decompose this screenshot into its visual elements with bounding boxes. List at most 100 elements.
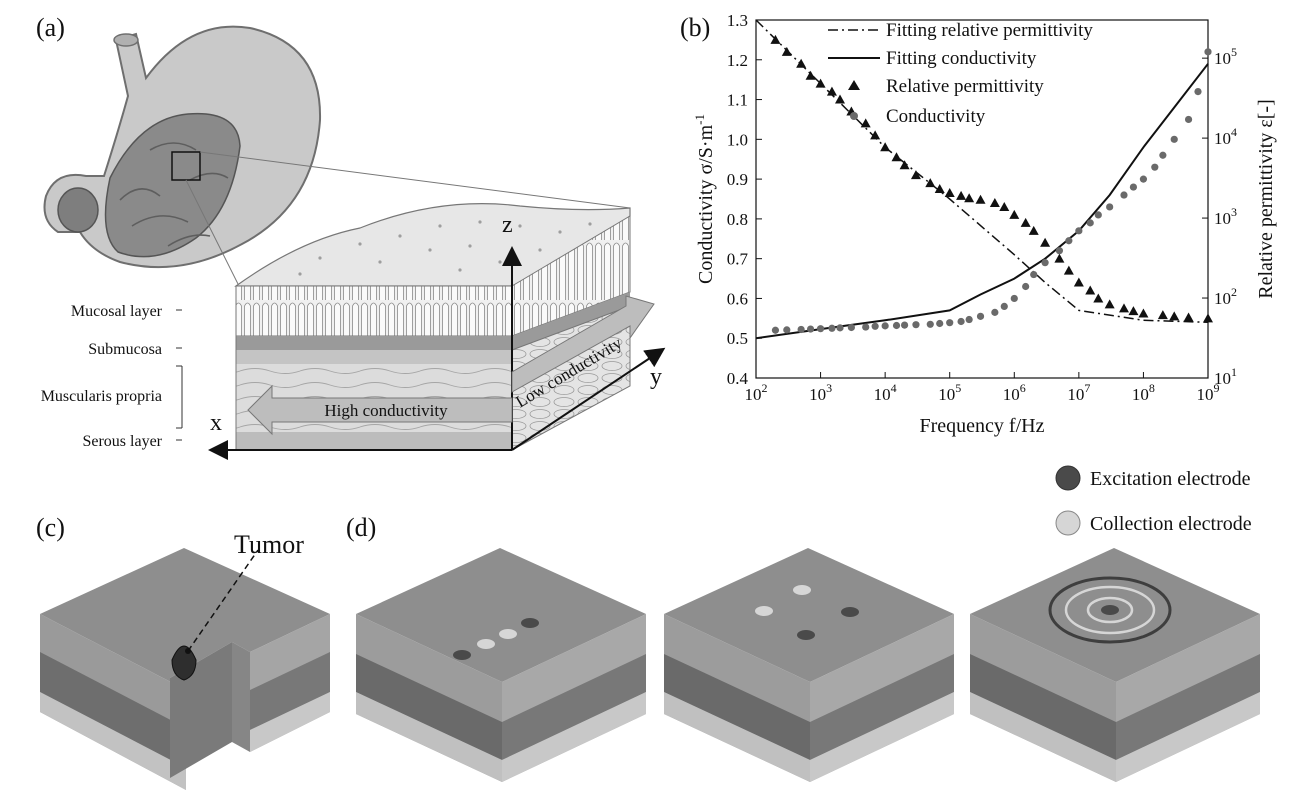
permittivity-point — [796, 58, 807, 68]
conductivity-point — [1010, 294, 1018, 303]
layer-label-muscularis: Muscularis propria — [41, 388, 162, 405]
conductivity-point — [783, 326, 791, 334]
legend-label: Relative permittivity — [886, 76, 1044, 97]
permittivity-point — [975, 194, 986, 204]
permittivity-point — [999, 201, 1010, 211]
panel-d-label: (d) — [346, 513, 376, 542]
permittivity-point — [925, 178, 936, 188]
permittivity-point — [1128, 306, 1139, 316]
x-tick-label: 103 — [809, 381, 832, 404]
low-conductivity-arrow — [511, 295, 655, 393]
y-axis-label: y — [650, 364, 662, 390]
permittivity-point — [1085, 285, 1096, 295]
y-tick-label: 0.9 — [727, 170, 748, 189]
collection-ring — [1086, 596, 1134, 624]
conductivity-point — [926, 320, 934, 328]
collection-ring — [1064, 585, 1156, 635]
permittivity-point — [899, 160, 910, 170]
y-tick-label: 1.2 — [727, 51, 748, 70]
x-axis-label: x — [210, 410, 222, 436]
panel-c-label: (c) — [36, 513, 65, 542]
permittivity-point — [835, 94, 846, 104]
electrode-block-cross — [664, 548, 954, 782]
collection-electrode — [755, 606, 773, 616]
permittivity-point — [1138, 308, 1149, 318]
conductivity-point — [892, 321, 901, 330]
collection-legend-label: Collection electrode — [1090, 513, 1252, 535]
stomach-illustration — [43, 25, 631, 285]
permittivity-point — [770, 34, 781, 44]
x-tick-label: 104 — [874, 381, 897, 404]
tumor-block: Tumor — [40, 530, 330, 790]
collection-legend-marker — [1055, 510, 1081, 536]
conductivity-point — [957, 317, 965, 326]
x-tick-label: 109 — [1197, 381, 1220, 404]
conductivity-point — [806, 325, 815, 333]
excitation-electrode — [1101, 605, 1119, 615]
permittivity-point — [815, 78, 826, 88]
y-tick-label: 0.8 — [727, 210, 748, 229]
excitation-electrode — [453, 650, 471, 660]
conductivity-point — [862, 323, 870, 331]
collection-electrode — [793, 585, 811, 595]
conductivity-point — [991, 308, 999, 316]
y-tick-label: 1.3 — [727, 11, 748, 30]
permittivity-point — [964, 193, 975, 203]
conductivity-point — [771, 326, 780, 334]
tissue-block: z x y High conductivity Low conductivity — [208, 203, 666, 460]
permittivity-point — [891, 152, 902, 162]
conductivity-point — [976, 312, 985, 320]
plot-frame — [755, 19, 1209, 379]
permittivity-point — [1157, 310, 1168, 320]
y-axis-title: Conductivity σ/S·m-1 — [692, 114, 717, 284]
conductivity-point — [946, 319, 954, 327]
permittivity-point — [1028, 225, 1039, 235]
conductivity-point — [1184, 115, 1193, 124]
excitation-legend-marker — [1055, 465, 1081, 491]
x-tick-label: 102 — [745, 381, 768, 404]
y-tick-label: 0.4 — [727, 369, 749, 388]
conductivity-point — [816, 325, 825, 333]
electrode-block-concentric — [970, 548, 1260, 782]
permittivity-point — [1169, 311, 1180, 321]
excitation-electrode — [841, 607, 859, 617]
x-tick-label: 106 — [1003, 381, 1026, 404]
y2-axis-title: Relative permittivity ε[-] — [1255, 99, 1277, 298]
permittivity-point — [910, 170, 921, 180]
layer-label-serous: Serous layer — [82, 433, 162, 450]
excitation-legend-label: Excitation electrode — [1090, 468, 1251, 490]
permittivity-point — [989, 197, 1000, 207]
conductivity-point — [900, 321, 909, 329]
permittivity-point — [781, 46, 792, 56]
y-tick-label: 0.6 — [727, 289, 748, 308]
y2-tick-label: 103 — [1214, 205, 1237, 228]
fitting-conductivity-line — [755, 63, 1209, 340]
y2-tick-label: 104 — [1214, 125, 1237, 148]
y-tick-label: 1.0 — [727, 130, 748, 149]
conductivity-point — [881, 322, 889, 330]
collection-electrode — [499, 629, 517, 639]
conductivity-point — [828, 324, 836, 332]
conductivity-point — [1204, 48, 1212, 56]
permittivity-point — [1203, 313, 1213, 323]
conductivity-point — [1075, 227, 1083, 235]
fitting-permittivity-line — [755, 19, 1209, 324]
conductivity-point — [1159, 151, 1167, 159]
conductivity-point — [1055, 247, 1064, 255]
legend-label: Fitting conductivity — [886, 48, 1037, 69]
permittivity-point — [826, 86, 837, 96]
conductivity-point — [847, 323, 855, 332]
permittivity-point — [860, 118, 871, 128]
layer-label-submucosa: Submucosa — [88, 341, 162, 358]
permittivity-point — [1093, 293, 1104, 303]
layer-label-mucosal: Mucosal layer — [71, 303, 163, 320]
y-tick-label: 0.7 — [727, 250, 749, 269]
conductivity-point — [1106, 203, 1114, 211]
layer-brackets — [176, 309, 183, 441]
conductivity-point — [1139, 175, 1148, 183]
conductivity-point — [797, 325, 805, 334]
permittivity-point — [805, 70, 816, 80]
conductivity-point — [965, 315, 973, 324]
